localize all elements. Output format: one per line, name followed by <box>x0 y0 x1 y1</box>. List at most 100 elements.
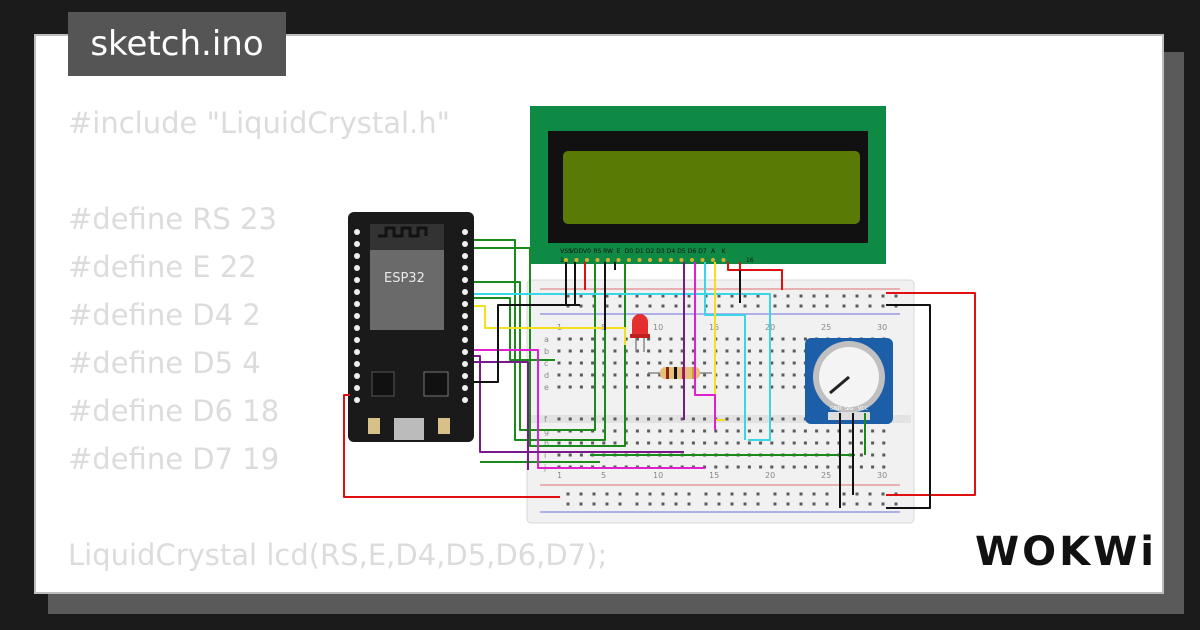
breadboard-hole[interactable] <box>812 492 816 496</box>
esp32-pin[interactable] <box>354 265 360 271</box>
lcd-pin-pad[interactable] <box>658 258 663 262</box>
breadboard-hole[interactable] <box>859 465 863 469</box>
breadboard-hole[interactable] <box>647 429 651 433</box>
esp32-pin[interactable] <box>354 277 360 283</box>
breadboard-hole[interactable] <box>803 441 807 445</box>
breadboard-hole[interactable] <box>669 337 673 341</box>
breadboard-hole[interactable] <box>736 361 740 365</box>
breadboard-hole[interactable] <box>703 417 707 421</box>
breadboard-hole[interactable] <box>756 502 760 506</box>
breadboard-hole[interactable] <box>773 294 777 298</box>
breadboard-hole[interactable] <box>730 492 734 496</box>
breadboard-hole[interactable] <box>855 294 859 298</box>
breadboard-hole[interactable] <box>848 465 852 469</box>
breadboard-hole[interactable] <box>557 385 561 389</box>
breadboard-hole[interactable] <box>680 337 684 341</box>
breadboard-hole[interactable] <box>635 337 639 341</box>
breadboard-hole[interactable] <box>730 502 734 506</box>
breadboard-hole[interactable] <box>661 492 665 496</box>
breadboard-hole[interactable] <box>812 294 816 298</box>
breadboard-hole[interactable] <box>680 349 684 353</box>
breadboard-hole[interactable] <box>812 502 816 506</box>
esp32-pin[interactable] <box>354 313 360 319</box>
breadboard-hole[interactable] <box>635 492 639 496</box>
breadboard-hole[interactable] <box>743 492 747 496</box>
breadboard-hole[interactable] <box>815 441 819 445</box>
esp32-pin[interactable] <box>354 397 360 403</box>
breadboard-hole[interactable] <box>635 429 639 433</box>
breadboard-hole[interactable] <box>868 502 872 506</box>
breadboard-hole[interactable] <box>747 373 751 377</box>
breadboard-hole[interactable] <box>773 502 777 506</box>
breadboard-hole[interactable] <box>557 453 561 457</box>
breadboard-hole[interactable] <box>647 337 651 341</box>
breadboard-hole[interactable] <box>882 429 886 433</box>
breadboard-hole[interactable] <box>557 417 561 421</box>
breadboard-hole[interactable] <box>691 337 695 341</box>
breadboard-hole[interactable] <box>557 361 561 365</box>
breadboard-hole[interactable] <box>894 502 898 506</box>
breadboard-hole[interactable] <box>579 385 583 389</box>
breadboard-hole[interactable] <box>661 304 665 308</box>
breadboard-hole[interactable] <box>648 492 652 496</box>
breadboard-hole[interactable] <box>871 429 875 433</box>
breadboard-hole[interactable] <box>680 385 684 389</box>
breadboard-hole[interactable] <box>842 304 846 308</box>
breadboard-hole[interactable] <box>591 373 595 377</box>
breadboard-hole[interactable] <box>647 349 651 353</box>
breadboard-hole[interactable] <box>786 492 790 496</box>
breadboard-hole[interactable] <box>717 502 721 506</box>
breadboard-hole[interactable] <box>736 373 740 377</box>
breadboard-hole[interactable] <box>871 453 875 457</box>
breadboard-hole[interactable] <box>759 373 763 377</box>
breadboard-hole[interactable] <box>579 417 583 421</box>
breadboard-hole[interactable] <box>842 502 846 506</box>
potentiometer[interactable]: GND SIG VCC <box>805 338 893 424</box>
breadboard-hole[interactable] <box>669 441 673 445</box>
breadboard-hole[interactable] <box>579 453 583 457</box>
breadboard-hole[interactable] <box>602 429 606 433</box>
breadboard-hole[interactable] <box>568 417 572 421</box>
breadboard-hole[interactable] <box>618 294 622 298</box>
breadboard-hole[interactable] <box>881 304 885 308</box>
breadboard-hole[interactable] <box>717 492 721 496</box>
breadboard-hole[interactable] <box>848 441 852 445</box>
breadboard-hole[interactable] <box>647 361 651 365</box>
breadboard-hole[interactable] <box>687 492 691 496</box>
esp32-pin[interactable] <box>462 277 468 283</box>
breadboard-hole[interactable] <box>747 429 751 433</box>
breadboard-hole[interactable] <box>624 385 628 389</box>
breadboard-hole[interactable] <box>658 337 662 341</box>
breadboard-hole[interactable] <box>725 349 729 353</box>
lcd-pin-pad[interactable] <box>564 258 568 262</box>
breadboard-hole[interactable] <box>781 385 785 389</box>
breadboard-hole[interactable] <box>602 385 606 389</box>
lcd-pin-pad[interactable] <box>669 258 673 262</box>
breadboard-hole[interactable] <box>691 361 695 365</box>
breadboard-hole[interactable] <box>704 502 708 506</box>
breadboard-hole[interactable] <box>859 453 863 457</box>
esp32-pin[interactable] <box>462 229 468 235</box>
breadboard-hole[interactable] <box>602 417 606 421</box>
breadboard-hole[interactable] <box>635 385 639 389</box>
breadboard-hole[interactable] <box>781 361 785 365</box>
breadboard-hole[interactable] <box>624 429 628 433</box>
breadboard-hole[interactable] <box>605 502 609 506</box>
esp32-pin[interactable] <box>462 241 468 247</box>
breadboard-hole[interactable] <box>669 349 673 353</box>
breadboard-hole[interactable] <box>881 492 885 496</box>
lcd-pin-pad[interactable] <box>679 258 684 262</box>
breadboard-hole[interactable] <box>658 441 662 445</box>
esp32-pin[interactable] <box>462 325 468 331</box>
breadboard-hole[interactable] <box>759 337 763 341</box>
breadboard-hole[interactable] <box>579 441 583 445</box>
breadboard-hole[interactable] <box>848 429 852 433</box>
breadboard-hole[interactable] <box>635 417 639 421</box>
breadboard-hole[interactable] <box>566 502 570 506</box>
breadboard-hole[interactable] <box>602 441 606 445</box>
breadboard-hole[interactable] <box>781 373 785 377</box>
breadboard-hole[interactable] <box>568 441 572 445</box>
breadboard-hole[interactable] <box>759 441 763 445</box>
breadboard-hole[interactable] <box>736 441 740 445</box>
